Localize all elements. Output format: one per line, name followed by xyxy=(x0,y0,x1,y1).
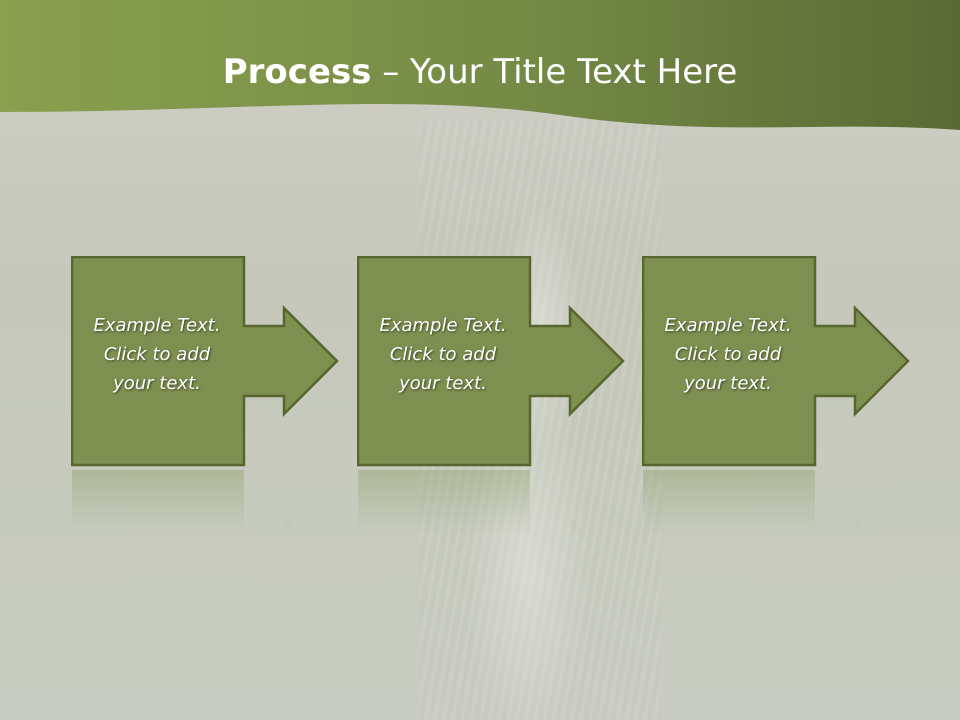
step-3-shape xyxy=(642,256,910,467)
step-1-line-2: Click to add xyxy=(103,344,211,365)
step-2-shape xyxy=(357,256,625,467)
step-1-line-3: your text. xyxy=(113,373,201,394)
step-3-line-3: your text. xyxy=(684,373,772,394)
step-2-reflection xyxy=(358,470,585,535)
step-3-text[interactable]: Example Text. Click to add your text. xyxy=(642,311,814,398)
header-banner xyxy=(0,0,960,130)
step-2-line-2: Click to add xyxy=(389,344,497,365)
step-1-shape xyxy=(71,256,339,467)
step-3-reflection xyxy=(643,470,870,535)
step-1-line-1: Example Text. xyxy=(93,315,221,336)
step-2-line-1: Example Text. xyxy=(379,315,507,336)
process-step-2[interactable]: Example Text. Click to add your text. xyxy=(357,256,627,471)
process-step-1[interactable]: Example Text. Click to add your text. xyxy=(71,256,341,471)
step-2-text[interactable]: Example Text. Click to add your text. xyxy=(357,311,529,398)
step-3-line-2: Click to add xyxy=(674,344,782,365)
step-1-reflection xyxy=(72,470,299,535)
step-1-text[interactable]: Example Text. Click to add your text. xyxy=(71,311,243,398)
process-step-3[interactable]: Example Text. Click to add your text. xyxy=(642,256,912,471)
step-2-line-3: your text. xyxy=(399,373,487,394)
step-3-line-1: Example Text. xyxy=(664,315,792,336)
title-bold: Process xyxy=(222,52,372,92)
slide-title[interactable]: Process – Your Title Text Here xyxy=(0,52,960,92)
title-rest: – Your Title Text Here xyxy=(371,52,738,92)
